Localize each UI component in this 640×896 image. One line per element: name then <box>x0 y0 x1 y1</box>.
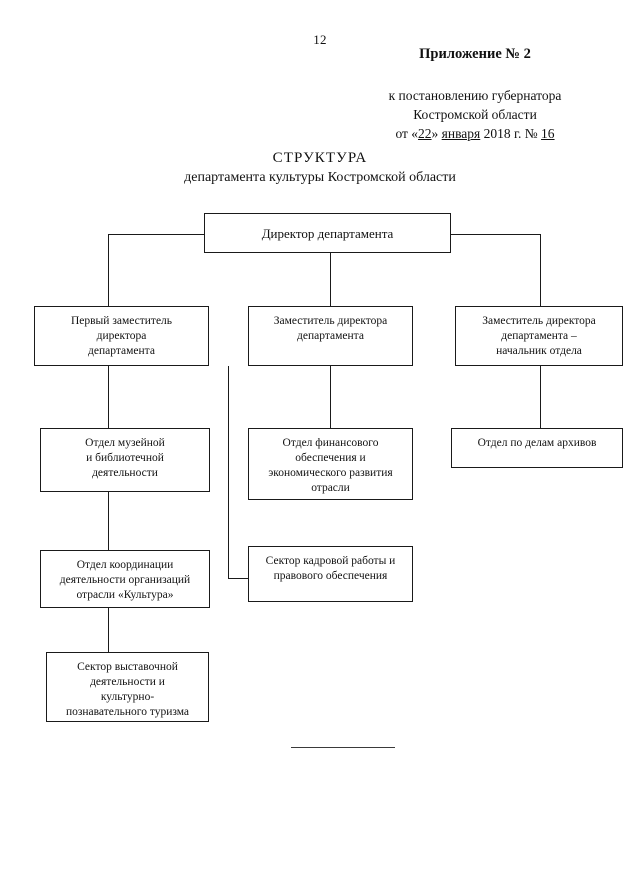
node-director[interactable]: Директор департамента <box>204 213 451 253</box>
node-archives-division-label: Отдел по делам архивов <box>477 437 597 449</box>
document-subtitle: департамента культуры Костромской област… <box>184 170 456 185</box>
decree-month: января <box>441 126 481 141</box>
decree-year: 2018 г. № <box>480 126 542 141</box>
edge-director-to-deputy-head-horizontal <box>451 234 541 235</box>
decree-reference: к постановлению губернатора Костромской … <box>330 86 620 143</box>
page-number: 12 <box>313 32 327 47</box>
decree-day: 22 <box>418 126 432 141</box>
document-title: СТРУКТУРА <box>272 150 368 166</box>
edge-deputy-head-to-archives <box>540 366 541 428</box>
edge-museum-library-to-coordination <box>108 492 109 550</box>
decree-mid: » <box>431 126 442 141</box>
decree-line-3: от «22» января 2018 г. № 16 <box>330 124 620 143</box>
node-director-label: Директор департамента <box>261 225 394 241</box>
edge-director-to-deputy-director <box>330 253 331 306</box>
decree-prefix: от « <box>395 126 419 141</box>
edge-deputy-director-to-hr-legal <box>228 578 248 579</box>
edge-deputy-director-spine-vertical <box>228 366 229 579</box>
edge-director-to-first-deputy-horizontal <box>108 234 204 235</box>
edge-deputy-director-to-finance <box>330 366 331 428</box>
decree-line-1: к постановлению губернатора <box>388 88 562 103</box>
decree-number: 16 <box>541 126 555 141</box>
decree-line-2: Костромской области <box>413 107 537 122</box>
appendix-title: Приложение № 2 <box>419 46 531 62</box>
edge-director-to-first-deputy-vertical <box>108 234 109 306</box>
node-archives-division[interactable]: Отдел по делам архивов <box>451 428 623 468</box>
edge-director-to-deputy-head-vertical <box>540 234 541 306</box>
edge-coordination-to-exhibition-sector <box>108 608 109 652</box>
edge-first-deputy-to-museum-library <box>108 366 109 428</box>
footer-divider <box>291 747 395 748</box>
